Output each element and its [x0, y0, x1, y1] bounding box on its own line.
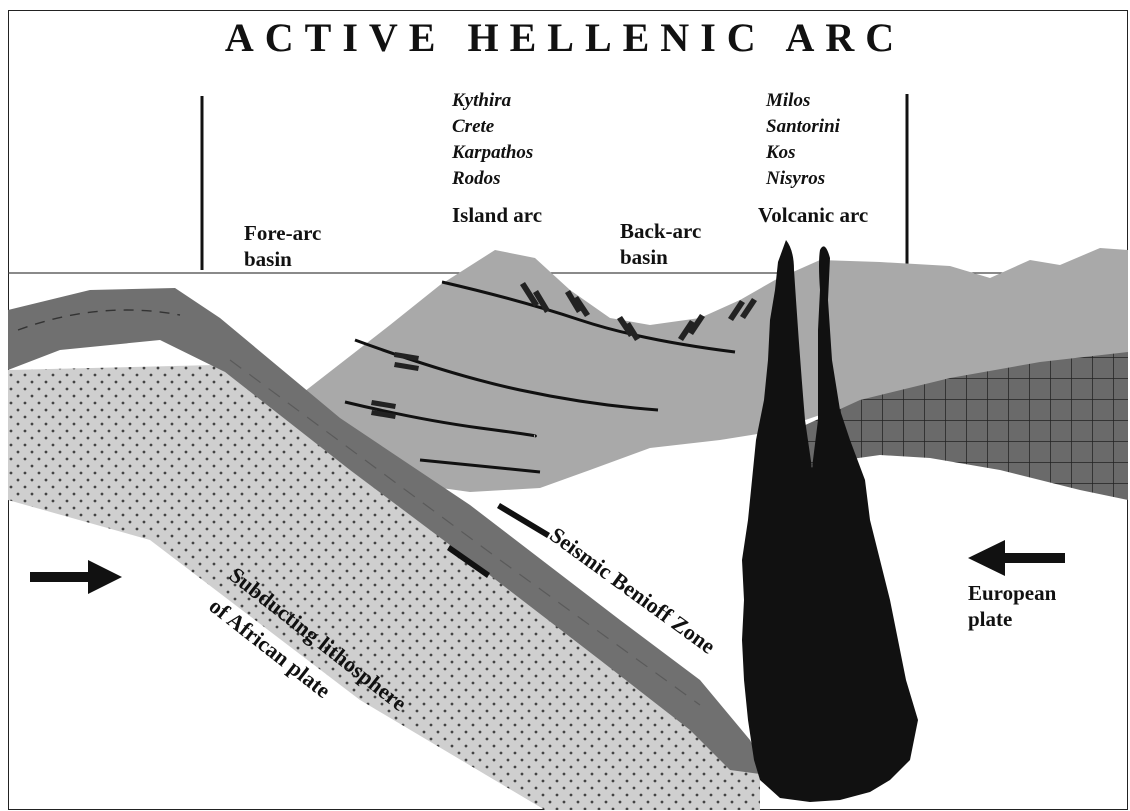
island-label: Milos: [766, 88, 840, 114]
european-plate-label: European plate: [968, 580, 1056, 632]
diagram-title: ACTIVE HELLENIC ARC: [0, 14, 1130, 61]
island-label: Karpathos: [452, 140, 533, 166]
african-plate-arrow: [30, 560, 122, 594]
island-label: Rodos: [452, 166, 533, 192]
island-label: Kos: [766, 140, 840, 166]
back-arc-basin-label: Back-arc basin: [620, 218, 701, 270]
fore-arc-basin-label: Fore-arc basin: [244, 220, 321, 272]
volcanic-arc-label: Volcanic arc: [758, 202, 868, 228]
volcanic-arc-island-list: Milos Santorini Kos Nisyros: [766, 88, 840, 192]
island-label: Nisyros: [766, 166, 840, 192]
island-arc-island-list: Kythira Crete Karpathos Rodos: [452, 88, 533, 192]
island-arc-label: Island arc: [452, 202, 542, 228]
island-label: Crete: [452, 114, 533, 140]
island-label: Kythira: [452, 88, 533, 114]
european-plate-arrow: [968, 540, 1065, 576]
island-label: Santorini: [766, 114, 840, 140]
